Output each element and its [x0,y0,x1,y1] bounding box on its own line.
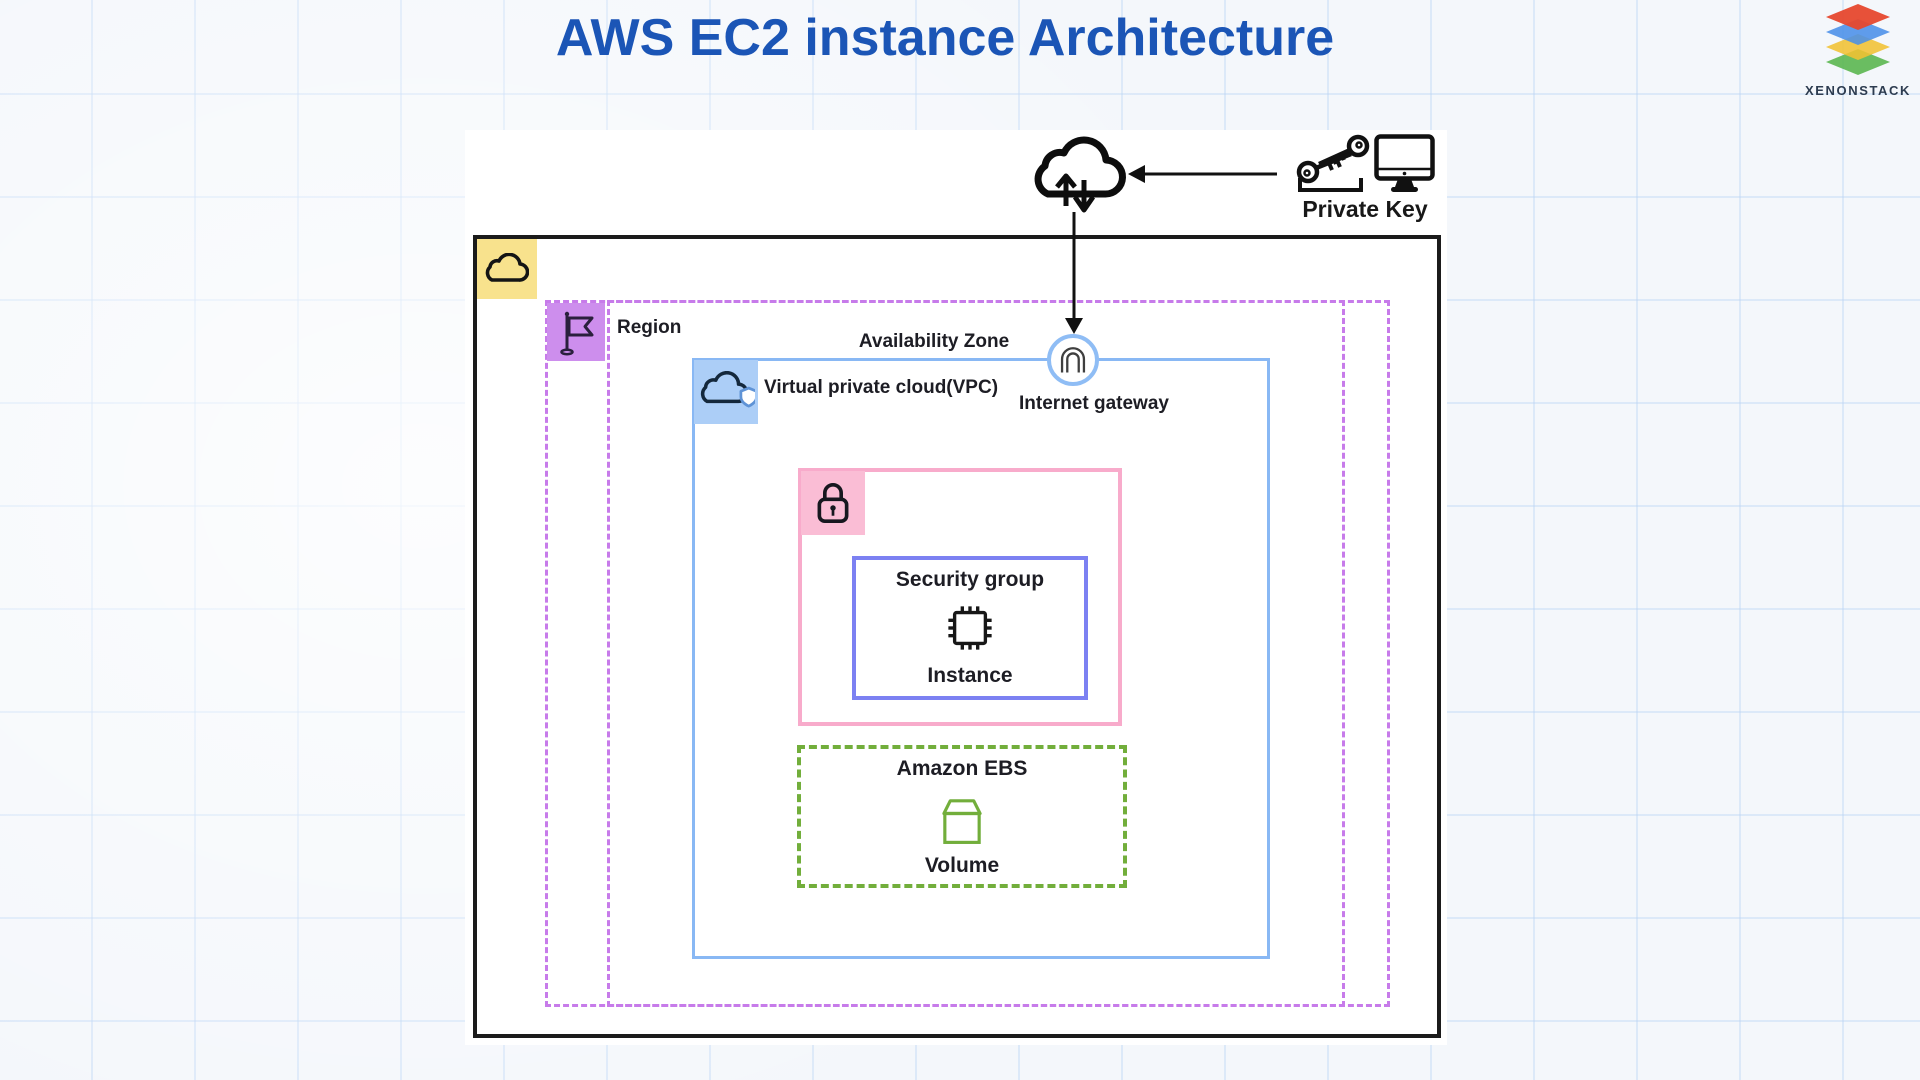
page-title: AWS EC2 instance Architecture [555,9,1335,67]
aws-cloud-container: Region Availability Zone Virtual private… [473,235,1441,1038]
xenonstack-logo-icon [1826,4,1890,75]
vpc-label: Virtual private cloud(VPC) [764,377,999,398]
region-label: Region [617,317,682,338]
xenonstack-logo: XENONSTACK [1798,4,1918,98]
volume-label: Volume [924,854,1000,877]
internet-gateway-icon [1060,347,1086,373]
vpc-boundary [692,358,1270,959]
key-pair-icon [1296,134,1370,192]
availability-zone-label: Availability Zone [858,331,1010,352]
internet-gateway-label: Internet gateway [1019,393,1169,414]
vpc-cloud-shield-icon [700,371,755,408]
ebs-boundary: Amazon EBS Volume [797,745,1127,888]
ebs-label: Amazon EBS [896,757,1028,780]
availability-zone-boundary [607,300,1345,1007]
instance-chip-icon [948,606,992,650]
vpc-badge [694,360,758,424]
aws-cloud-icon [485,253,529,282]
xenonstack-logo-text: XENONSTACK [1804,83,1912,98]
private-key-label: Private Key [1302,196,1428,222]
security-group-badge [801,471,865,535]
security-group-box: Security group Instance [852,556,1088,700]
cloud-sync-icon [1034,136,1126,213]
security-group-boundary [798,468,1122,726]
internet-gateway-node [1047,334,1099,386]
security-group-label: Security group [895,568,1045,591]
region-badge [547,303,605,361]
region-flag-icon [560,311,594,356]
monitor-icon [1374,134,1435,192]
ebs-volume-icon [942,798,982,844]
instance-label: Instance [927,664,1013,687]
lock-icon [817,483,849,523]
aws-cloud-badge [477,239,537,299]
